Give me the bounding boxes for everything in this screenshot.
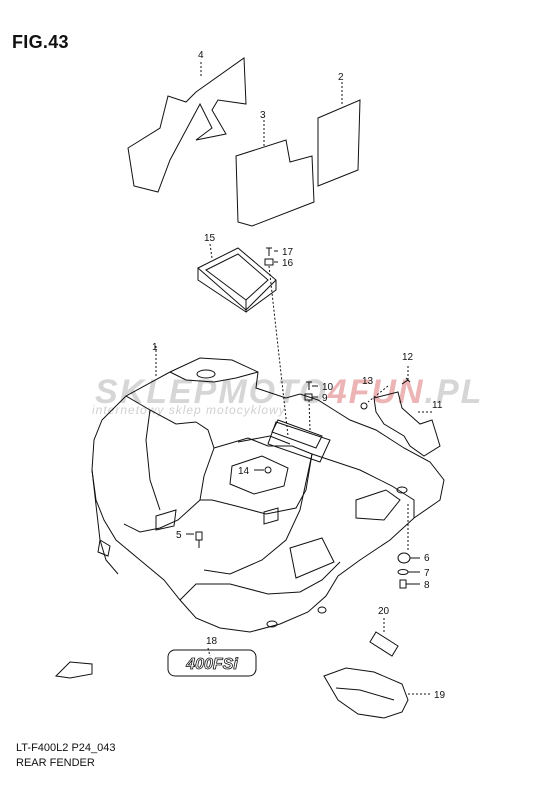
callout-5: 5 [176,530,182,541]
callout-9: 9 [322,393,328,404]
emblem-text: 400FSi [185,656,238,673]
callout-6: 6 [424,553,430,564]
part-6-grommet [397,552,411,564]
part-18-emblem [167,649,257,677]
callout-10: 10 [322,382,334,393]
callout-17: 17 [282,247,294,258]
callout-leaders [186,250,420,585]
part-14-bolt [264,466,272,474]
callout-16: 16 [282,258,294,269]
part-20-pipe [369,631,399,657]
figure-title: FIG.43 [12,32,69,52]
fender-badge [271,419,323,449]
part-17-screw [266,247,272,256]
callout-18: 18 [206,636,218,647]
part-1-rear-fender [91,357,445,633]
part-4-decal [127,57,247,193]
callout-7: 7 [424,568,430,579]
part-10-bolt [306,381,312,390]
part-2-decal [317,99,361,187]
part-19-pad [323,667,409,719]
callout-8: 8 [424,580,430,591]
callout-11: 11 [432,400,443,411]
fwd-label: FWD [76,669,90,675]
callout-14: 14 [238,466,250,477]
part-11-bracket [373,391,441,457]
callout-2: 2 [338,72,344,83]
callout-20: 20 [378,606,390,617]
leader-lines [155,62,432,695]
callout-1: 1 [152,342,158,353]
callout-numbers: 1 2 3 4 5 6 7 8 9 10 11 12 13 14 15 16 1… [152,50,446,701]
callout-15: 15 [204,233,216,244]
callout-4: 4 [198,50,204,61]
callout-12: 12 [402,352,414,363]
part-15-tray [197,247,277,313]
watermark-tagline: internetowy sklep motocyklowy [92,403,286,417]
callout-19: 19 [434,690,446,701]
callout-3: 3 [260,110,266,121]
callout-13: 13 [362,376,374,387]
part-7-washer [397,569,409,575]
figure-name: REAR FENDER [16,757,95,769]
figure-code: LT-F400L2 P24_043 [16,742,116,754]
part-16-nut [264,258,274,266]
fwd-arrow-icon [54,661,93,679]
part-13-clip [360,402,368,410]
part-5-bolt [195,531,203,548]
part-3-decal [235,139,315,227]
part-8-bolt [399,579,407,589]
